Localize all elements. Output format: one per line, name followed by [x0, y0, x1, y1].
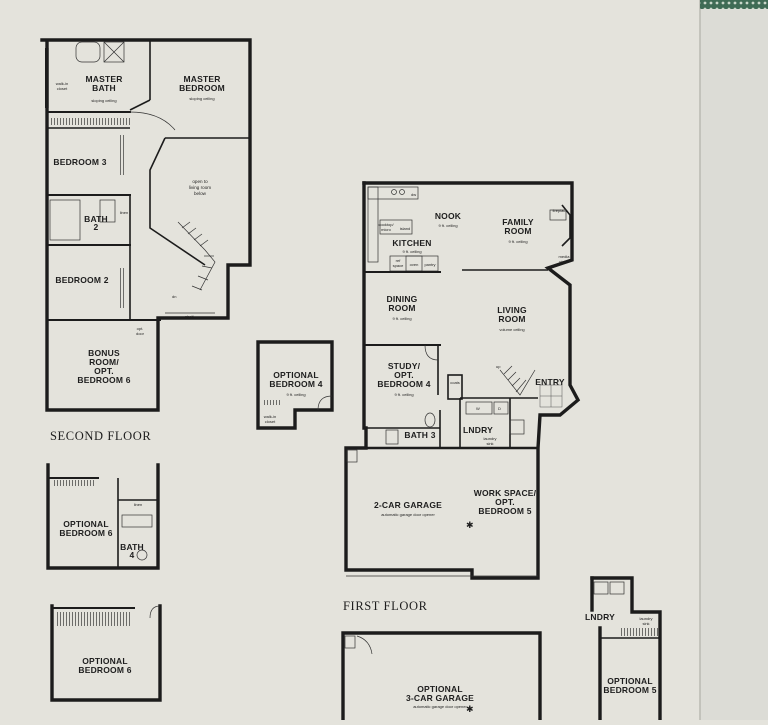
decorative-border — [700, 0, 768, 9]
kitchen-ceiling: 9 ft. ceiling — [402, 249, 421, 254]
bedroom-3-label: BEDROOM 3 — [53, 157, 106, 167]
garage-label: 2-CAR GARAGE — [374, 500, 442, 510]
kitchen-label: KITCHEN — [392, 238, 431, 248]
study-ceiling: 9 ft. ceiling — [394, 392, 413, 397]
dw-label: dw — [411, 192, 416, 197]
coats-label: coats — [450, 380, 460, 385]
work-space-label: WORK SPACE/OPT.BEDROOM 5 — [474, 488, 537, 516]
bedroom-2-label: BEDROOM 2 — [55, 275, 108, 285]
pantry-label: pantry — [424, 262, 435, 267]
opt-door-label: opt.door — [136, 326, 145, 336]
linen-label-2: linen — [134, 502, 142, 507]
second-floor-title: SECOND FLOOR — [50, 429, 151, 443]
optional-bedroom-4-ceiling: 9 ft. ceiling — [286, 392, 305, 397]
study-label: STUDY/OPT.BEDROOM 4 — [377, 361, 430, 389]
washer-label: W — [476, 406, 480, 411]
fireplace-label: fireplace — [552, 208, 568, 213]
linen-label: linen — [120, 210, 128, 215]
optional-lndry-label: LNDRY — [585, 612, 615, 622]
dryer-label: D — [498, 406, 501, 411]
island-label: island — [400, 226, 410, 231]
shelf-label: shelf — [185, 314, 194, 319]
nook-ceiling: 9 ft. ceiling — [438, 223, 457, 228]
first-floor-title: FIRST FLOOR — [343, 599, 428, 613]
entry-label: ENTRY — [535, 377, 565, 387]
nook-label: NOOK — [435, 211, 462, 221]
living-room-ceiling: volume ceiling — [499, 327, 524, 332]
bath-3-label: BATH 3 — [404, 430, 435, 440]
cooktop-label: cooktop/micro — [378, 222, 394, 232]
master-bath-note: sloping ceiling — [91, 98, 116, 103]
opener-mark: ✱ — [466, 520, 474, 530]
opener-mark-2: ✱ — [466, 704, 474, 714]
oven-label: oven — [410, 262, 419, 267]
master-bedroom-note: sloping ceiling — [189, 96, 214, 101]
garage-note: automatic garage door opener — [381, 512, 435, 517]
dining-room-ceiling: 9 ft. ceiling — [392, 316, 411, 321]
family-room-ceiling: 9 ft. ceiling — [508, 239, 527, 244]
stair-dn-label: dn — [172, 294, 176, 299]
optional-3car-garage-note: automatic garage door opener — [413, 704, 467, 709]
up-label: up — [496, 364, 501, 369]
page-right — [700, 0, 768, 720]
laundry-label: LNDRY — [463, 425, 493, 435]
